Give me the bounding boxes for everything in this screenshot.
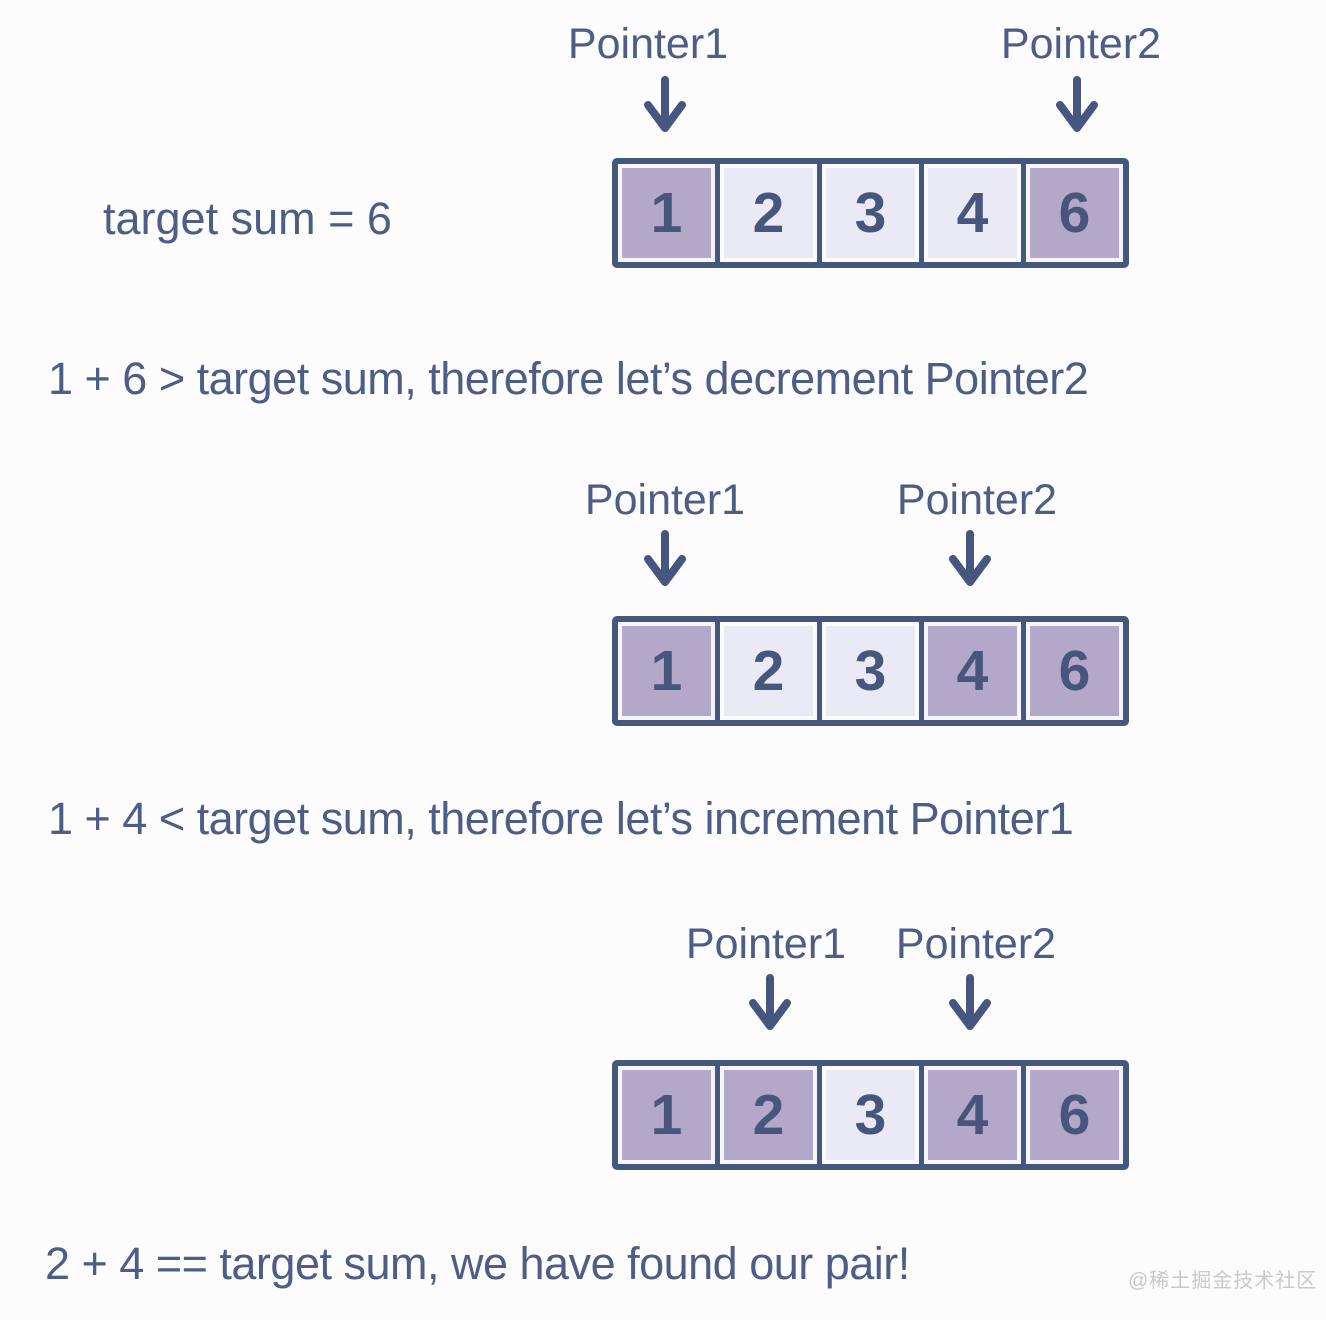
pointer1-label: Pointer1	[584, 476, 746, 524]
caption-step-2: 1 + 4 < target sum, therefore let’s incr…	[48, 793, 1074, 844]
array-cell: 6	[1021, 164, 1123, 262]
array-cell: 3	[817, 164, 919, 262]
array-cell: 1	[618, 622, 715, 720]
array-cell: 4	[919, 164, 1021, 262]
array-cell: 1	[618, 164, 715, 262]
pointer1-down-arrow-icon	[746, 974, 794, 1036]
pointer2-label: Pointer2	[1000, 20, 1162, 68]
pointer1-down-arrow-icon	[641, 530, 689, 592]
pointer2-down-arrow-icon	[1053, 76, 1101, 138]
array-cell: 2	[715, 1066, 817, 1164]
target-sum-label: target sum = 6	[103, 193, 392, 244]
array-cell: 1	[618, 1066, 715, 1164]
pointer1-label: Pointer1	[567, 20, 729, 68]
pointer1-down-arrow-icon	[641, 76, 689, 138]
array-cell: 3	[817, 622, 919, 720]
array-cell: 4	[919, 622, 1021, 720]
pointer2-down-arrow-icon	[946, 530, 994, 592]
pointer2-label: Pointer2	[895, 920, 1057, 968]
array-cell: 6	[1021, 622, 1123, 720]
pointer2-label: Pointer2	[896, 476, 1058, 524]
watermark: @稀土掘金技术社区	[1128, 1270, 1318, 1292]
array-cell: 4	[919, 1066, 1021, 1164]
pointer1-label: Pointer1	[685, 920, 847, 968]
caption-step-3: 2 + 4 == target sum, we have found our p…	[45, 1238, 910, 1289]
array-cell: 3	[817, 1066, 919, 1164]
array-cell: 6	[1021, 1066, 1123, 1164]
caption-step-1: 1 + 6 > target sum, therefore let’s decr…	[48, 353, 1089, 404]
array-cell: 2	[715, 164, 817, 262]
array-cell: 2	[715, 622, 817, 720]
pointer2-down-arrow-icon	[946, 974, 994, 1036]
